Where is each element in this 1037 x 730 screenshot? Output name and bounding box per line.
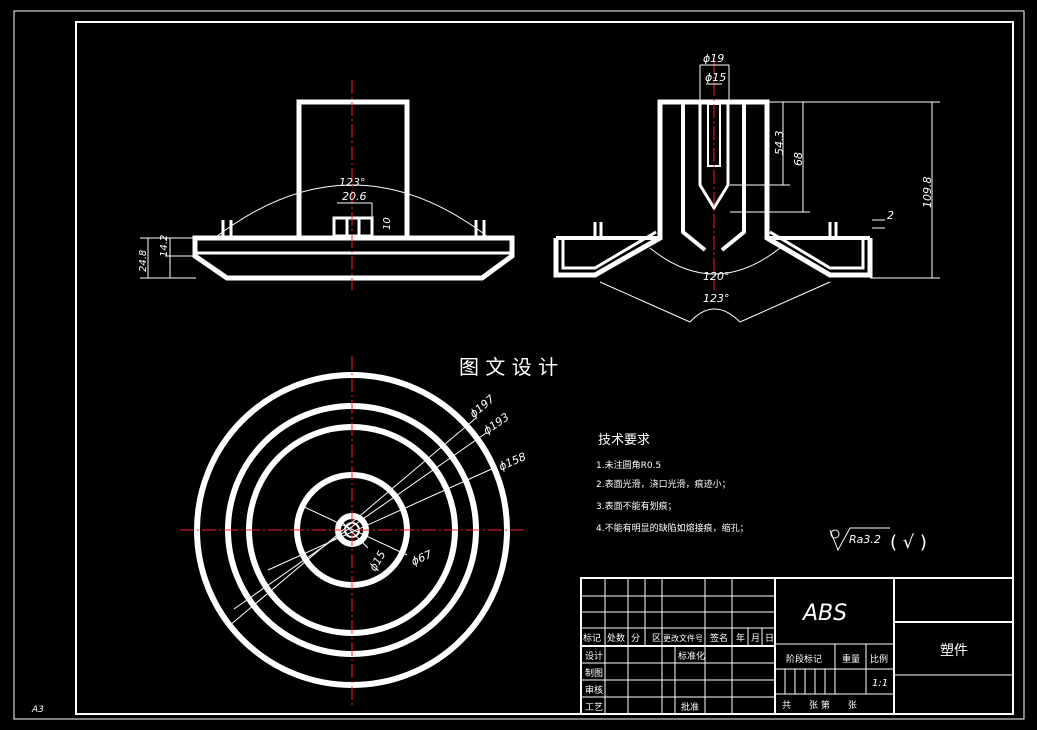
dim-label-2: 2	[887, 209, 894, 222]
tech-req-item-4: 4.不能有明显的缺陷如熔接痕，缩孔；	[596, 522, 749, 534]
dim-label-54-3: 54.3	[773, 131, 786, 156]
row-check: 审核	[585, 684, 603, 696]
outer-border	[13, 10, 1025, 720]
tech-req-title: 技术要求	[598, 433, 650, 448]
dia-label-158: ϕ158	[497, 450, 528, 473]
dim-label-20-6: 20.6	[342, 190, 367, 203]
weight-label: 重量	[842, 653, 860, 665]
section-view-right	[553, 60, 940, 323]
material-label: ABS	[801, 601, 847, 626]
hdr-month: 月	[751, 633, 760, 644]
angle-label-inner: 120°	[703, 270, 730, 283]
roughness-value: Ra3.2	[849, 533, 881, 546]
sheet-count: 共 张 第 张	[782, 699, 857, 711]
dim-label-10: 10	[382, 217, 393, 230]
sheet-size-label: A3	[31, 705, 44, 715]
hdr-sign: 签名	[710, 632, 728, 644]
tech-req-item-3: 3.表面不能有划痕；	[596, 500, 677, 512]
dia-label-193: ϕ193	[481, 410, 512, 437]
dim-label-14-2: 14.2	[159, 235, 170, 257]
part-name-label: 塑件	[940, 643, 968, 659]
hdr-day: 日	[765, 633, 774, 644]
front-view-left	[140, 80, 515, 290]
row-drawing: 制图	[585, 667, 603, 679]
row-design: 设计	[585, 650, 603, 662]
roughness-symbol-icon	[829, 527, 890, 552]
row-standardize: 标准化	[678, 650, 705, 662]
dia-label-67: ϕ67	[409, 548, 434, 569]
row-process: 工艺	[585, 702, 603, 713]
scale-value: 1:1	[872, 678, 888, 689]
dia-label-197: ϕ197	[467, 392, 497, 420]
stage-mark-label: 阶段标记	[786, 653, 822, 665]
dim-label-dia-19: ϕ19	[703, 52, 724, 65]
scale-label: 比例	[870, 653, 888, 665]
watermark-text: 图 文 设 计	[459, 355, 558, 379]
angle-label-outer: 123°	[703, 292, 730, 305]
row-approve: 批准	[681, 701, 699, 713]
tech-req-item-1: 1.未注圆角R0.5	[596, 459, 661, 471]
hdr-change-doc: 更改文件号	[663, 633, 703, 643]
hdr-count: 处数	[607, 632, 625, 644]
dia-label-15: ϕ15	[367, 549, 389, 574]
dim-label-68: 68	[792, 152, 805, 166]
dim-label-dia-15-top: ϕ15	[705, 71, 726, 84]
angle-label-left: 123°	[339, 176, 366, 189]
tech-req-item-2: 2.表面光滑，浇口光滑，痕迹小；	[596, 478, 731, 490]
dim-label-24-8: 24.8	[138, 250, 149, 272]
plan-view-circles	[180, 356, 525, 705]
title-block-frame	[580, 577, 1014, 715]
hdr-year: 年	[736, 632, 745, 644]
roughness-suffix: ( √ )	[890, 532, 927, 553]
inner-border	[75, 21, 1014, 715]
dim-label-109-8: 109.8	[921, 177, 934, 209]
hdr-fen: 分	[631, 633, 640, 644]
hdr-qu: 区	[652, 633, 661, 644]
hdr-mark: 标记	[583, 632, 601, 644]
